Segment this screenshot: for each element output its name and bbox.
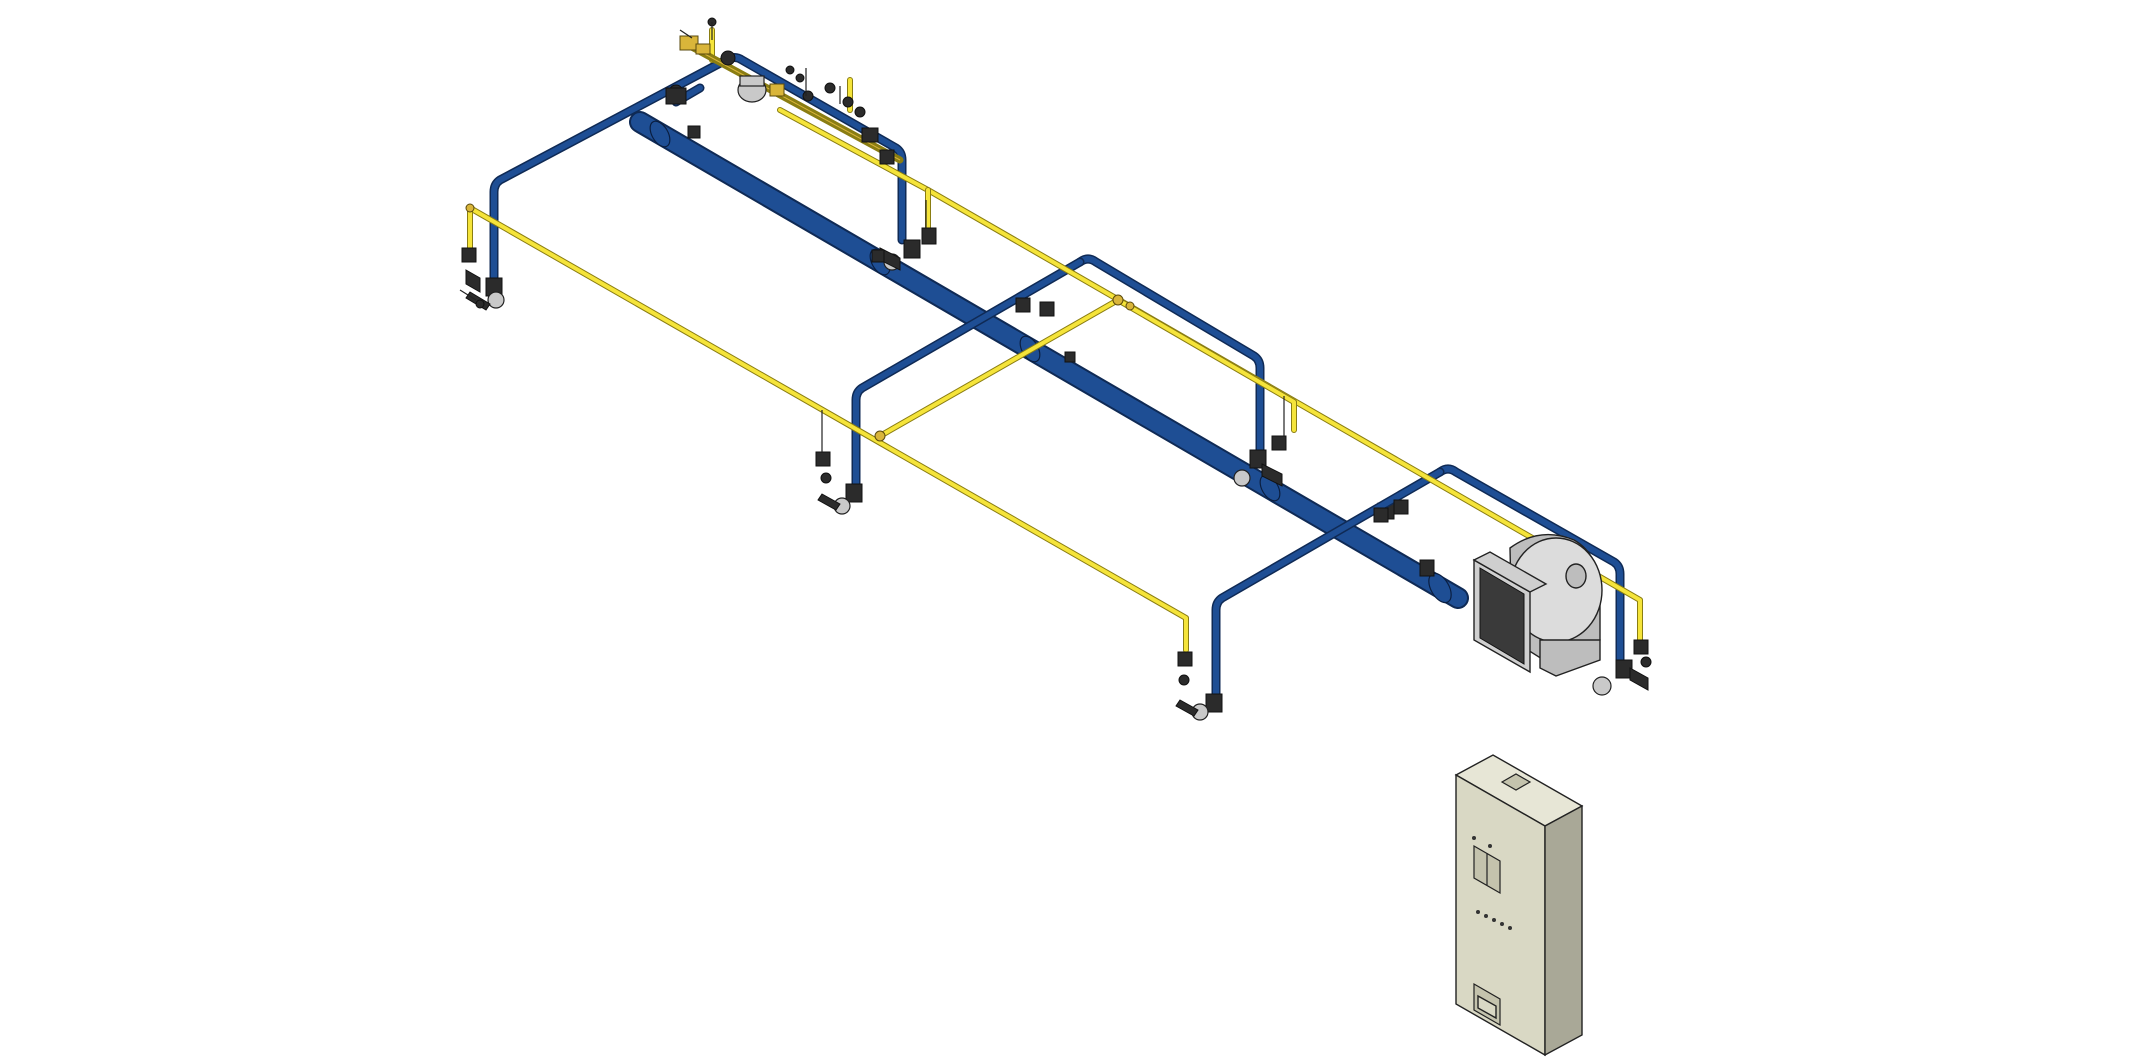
branch-dampers <box>871 249 1409 523</box>
burner-station-4 <box>1233 396 1287 487</box>
gas-lines <box>465 27 1643 653</box>
burner-station-5 <box>1175 651 1223 721</box>
burner-station-6 <box>1592 639 1652 696</box>
burner-station-1 <box>459 247 505 311</box>
burner-station-2 <box>879 200 937 271</box>
gas-valve-train <box>665 17 904 165</box>
burner-station-3 <box>815 410 863 515</box>
combustion-air-fan <box>1472 533 1603 677</box>
control-cabinet <box>1454 754 1584 1057</box>
